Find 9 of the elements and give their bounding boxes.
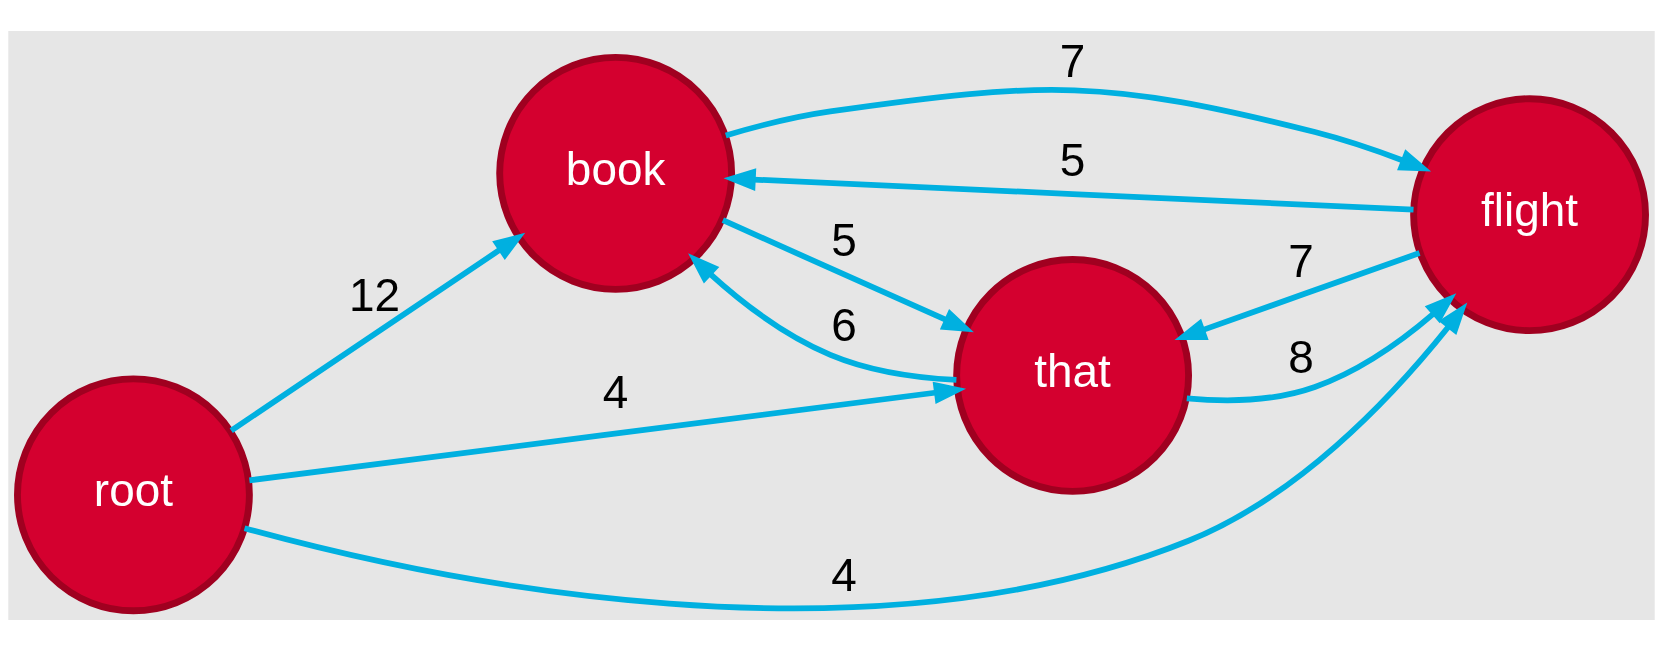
edge-label: 7 <box>1059 34 1086 87</box>
edge-label: 12 <box>349 268 401 321</box>
edge-label: 5 <box>1059 133 1086 186</box>
edge-label: 5 <box>831 213 857 266</box>
edge-label: 8 <box>1288 330 1314 383</box>
edge-label: 4 <box>831 548 857 601</box>
edge-label: 6 <box>831 298 857 351</box>
edge-label: 7 <box>1288 234 1314 287</box>
edge-label: 4 <box>602 365 629 418</box>
